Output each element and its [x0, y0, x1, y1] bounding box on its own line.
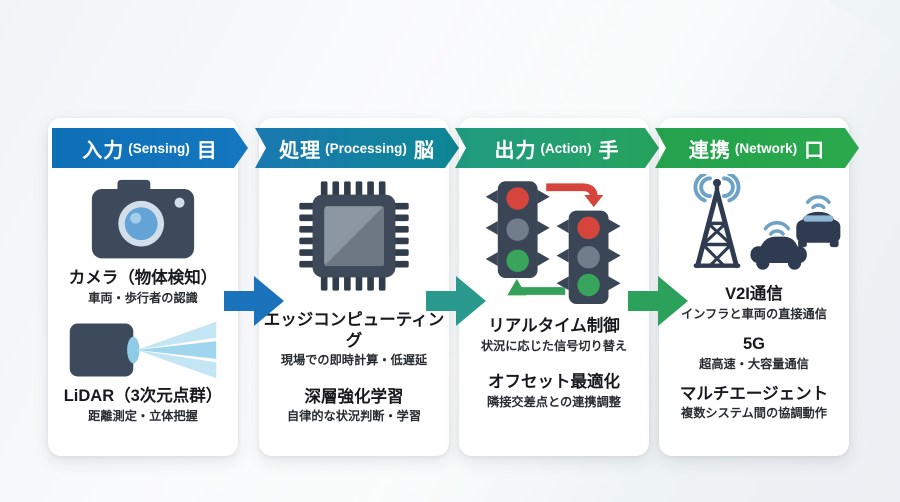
feature-title: V2I通信 — [725, 285, 783, 303]
feature-item: 5G 超高速・大容量通信 — [699, 334, 809, 372]
feature-title: カメラ（物体検知） — [68, 269, 218, 287]
banner-label-organ: 脳 — [413, 139, 435, 162]
feature-item: オフセット最適化 隣接交差点との連携調整 — [487, 372, 621, 410]
stage-banner-processing: 処理 (Processing) 脳 — [255, 128, 459, 168]
stage-banner-action: 出力 (Action) 手 — [455, 128, 659, 168]
banner-label-en: (Processing) — [325, 140, 407, 156]
traffic-lights-icon — [468, 176, 640, 304]
camera-icon — [88, 178, 198, 262]
feature-title: 5G — [742, 334, 765, 353]
feature-subtitle: 隣接交差点との連携調整 — [487, 394, 621, 409]
feature-subtitle: 車両・歩行者の認識 — [88, 290, 198, 305]
banner-label-jp: 出力 — [494, 139, 537, 162]
feature-subtitle: 複数システム間の協調動作 — [681, 406, 827, 421]
feature-item: V2I通信 インフラと車両の直接通信 — [681, 284, 827, 322]
cpu-chip-icon — [296, 178, 412, 294]
banner-label-en: (Action) — [540, 140, 592, 156]
feature-subtitle: インフラと車両の直接通信 — [681, 306, 827, 321]
feature-subtitle: 自律的な状況判断・学習 — [286, 409, 422, 424]
stage-banner-input: 入力 (Sensing) 目 — [52, 128, 248, 168]
banner-label-jp: 連携 — [688, 139, 731, 162]
stage-card-processing: 処理 (Processing) 脳 エッジコンピ — [259, 118, 449, 456]
feature-item: カメラ（物体検知） 車両・歩行者の認識 — [69, 268, 218, 306]
feature-title: オフセット最適化 — [487, 372, 620, 391]
v2x-network-icon — [665, 174, 843, 278]
stage-card-network: 連携 (Network) 口 — [659, 118, 849, 456]
feature-item: エッジコンピューティング 現場での即時計算・低遅延 — [259, 310, 449, 369]
stage-banner-network: 連携 (Network) 口 — [655, 128, 859, 168]
banner-label-organ: 口 — [804, 139, 826, 162]
banner-label-en: (Network) — [734, 140, 798, 156]
feature-subtitle: 距離測定・立体把握 — [88, 408, 198, 423]
feature-title: LiDAR（3次元点群） — [63, 386, 223, 405]
lidar-icon — [68, 320, 218, 380]
feature-item: リアルタイム制御 状況に応じた信号切り替え — [481, 316, 627, 354]
banner-label-jp: 処理 — [279, 139, 322, 162]
banner-label-en: (Sensing) — [128, 140, 190, 156]
feature-item: LiDAR（3次元点群） 距離測定・立体把握 — [64, 386, 223, 424]
stage-card-input: 入力 (Sensing) 目 カメラ（物体検知） 車両・歩行者の認識 — [48, 118, 238, 456]
feature-title: エッジコンピューティング — [263, 311, 445, 350]
feature-subtitle: 超高速・大容量通信 — [699, 356, 809, 371]
feature-title: マルチエージェント — [679, 384, 829, 403]
banner-label-organ: 目 — [196, 139, 218, 162]
feature-item: 深層強化学習 自律的な状況判断・学習 — [287, 387, 421, 425]
feature-item: マルチエージェント 複数システム間の協調動作 — [680, 384, 828, 422]
feature-subtitle: 現場での即時計算・低遅延 — [280, 353, 428, 368]
banner-label-jp: 入力 — [82, 139, 125, 162]
feature-subtitle: 状況に応じた信号切り替え — [480, 338, 628, 353]
stage-card-action: 出力 (Action) 手 — [459, 118, 649, 456]
feature-title: リアルタイム制御 — [488, 317, 620, 335]
banner-label-organ: 手 — [598, 139, 620, 162]
feature-title: 深層強化学習 — [304, 387, 404, 406]
